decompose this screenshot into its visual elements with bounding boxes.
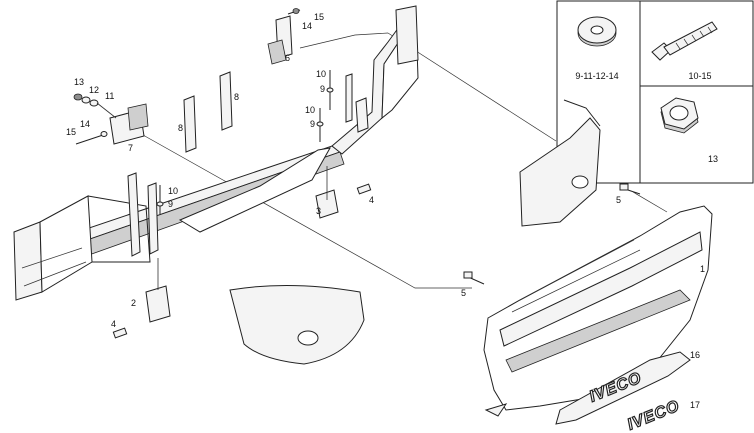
screw-5-center <box>463 271 485 285</box>
callout-6: 6 <box>285 53 290 63</box>
lower-cover-panel <box>229 284 365 365</box>
callout-4-left: 4 <box>111 319 116 329</box>
nut-caption: 13 <box>708 154 718 164</box>
bolt-10-middle <box>316 108 324 142</box>
callout-11: 11 <box>105 91 114 101</box>
pin-4-left <box>112 327 128 339</box>
emblem-17: IVECO <box>625 397 683 433</box>
bolt-caption: 10-15 <box>688 71 711 81</box>
callout-13: 13 <box>74 77 84 87</box>
callout-10-middle: 10 <box>305 105 315 115</box>
fastener-stack-left <box>73 93 117 145</box>
callout-10-lower: 10 <box>168 186 178 196</box>
callout-8-right: 8 <box>234 92 239 102</box>
bracket-3 <box>315 166 339 219</box>
callout-7: 7 <box>128 143 133 153</box>
callout-labels: 1 2 3 4 4 5 5 6 7 8 8 9 9 9 10 10 10 11 … <box>66 12 705 410</box>
side-cover-panel <box>519 99 601 227</box>
bracket-6 <box>267 15 293 65</box>
bolt-icon <box>651 21 718 61</box>
callout-15-left: 15 <box>66 127 76 137</box>
callout-4-right: 4 <box>369 195 374 205</box>
callout-5-center: 5 <box>461 288 466 298</box>
callout-3: 3 <box>316 206 321 216</box>
callout-15-top: 15 <box>314 12 324 22</box>
callout-14-top: 14 <box>302 21 312 31</box>
callout-14-left: 14 <box>80 119 90 129</box>
callout-10-upper: 10 <box>316 69 326 79</box>
bracket-2 <box>145 258 171 323</box>
bolt-10-lower <box>156 185 164 215</box>
washer-caption: 9-11-12-14 <box>575 71 618 81</box>
callout-12: 12 <box>89 85 99 95</box>
callout-5-right: 5 <box>616 195 621 205</box>
bolt-10-upper <box>326 70 334 110</box>
callout-2: 2 <box>131 298 136 308</box>
callout-9-upper: 9 <box>320 84 325 94</box>
callout-9-middle: 9 <box>310 119 315 129</box>
nut-icon <box>660 97 699 134</box>
callout-1: 1 <box>700 264 705 274</box>
bracket-7 <box>109 103 149 145</box>
callout-17: 17 <box>690 400 700 410</box>
bolt-14-15-top <box>287 8 301 15</box>
pin-4-right <box>356 183 372 195</box>
callout-8-left: 8 <box>178 123 183 133</box>
screw-5-right <box>619 183 641 195</box>
washer-icon <box>577 16 617 47</box>
emblem-text: IVECO <box>625 397 682 433</box>
callout-9-lower: 9 <box>168 199 173 209</box>
chassis-frame <box>13 5 419 301</box>
bracket-8-pair <box>183 71 233 153</box>
callout-16: 16 <box>690 350 700 360</box>
